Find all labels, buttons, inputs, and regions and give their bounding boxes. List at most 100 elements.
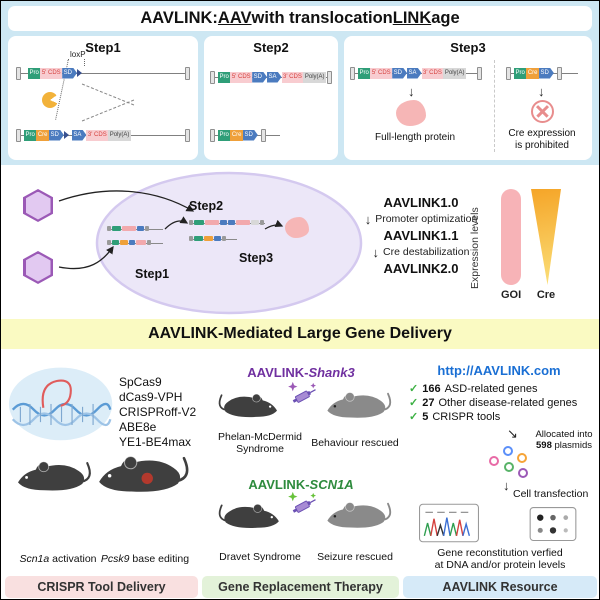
footer-gene-replacement-therapy: Gene Replacement Therapy (202, 576, 399, 598)
title-text: AAVLINK- (247, 365, 309, 380)
label-text: activation (49, 553, 97, 565)
label-text: plasmids (551, 440, 592, 451)
full-length-protein-label: Full-length protein (374, 132, 456, 143)
grna-icon (41, 379, 72, 408)
plasmid-icon (503, 446, 513, 456)
section-banner: AAVLINK-Mediated Large Gene Delivery (1, 319, 599, 349)
liver-editing-spot (141, 472, 153, 485)
aav2-entry-arrow (58, 245, 114, 270)
transition-1: ↓ Promoter optimization (365, 213, 478, 226)
loxp-label: loxP (70, 50, 86, 59)
down-arrow-icon: ↓ (372, 244, 380, 260)
loxp-icon (77, 69, 83, 77)
splice-donor-segment: SD (62, 68, 77, 79)
rescued-mouse-icon (327, 502, 392, 528)
label-text: Allocated into (535, 429, 593, 440)
title-aav-underlined: AAV (217, 9, 252, 27)
construct-recombined: Pro 5' CDS SD SA 3' CDS Poly(A) (350, 66, 482, 80)
loxp-pointer-line (84, 59, 85, 66)
protein-blob (285, 217, 309, 238)
promoter-segment: Pro (24, 129, 37, 141)
title-link-underlined: LINK (392, 9, 432, 27)
splice-acceptor-segment: SA (267, 72, 282, 83)
transition-2: ↓ Cre destabilization (373, 246, 470, 259)
down-right-arrow-icon: ↘ (507, 426, 518, 441)
cre-prohibited-line1: Cre expression (508, 128, 576, 139)
itr-icon (477, 66, 482, 80)
itr-icon (350, 66, 355, 80)
itr-icon (16, 128, 21, 142)
construct-recombined: Pro 5' CDS SD SA 3' CDS Poly(A) (210, 70, 332, 84)
cell-body (95, 171, 363, 315)
itr-icon (556, 66, 562, 80)
version-1-1: AAVLINK1.1 (383, 228, 459, 243)
seizure-rescued-label: Seizure rescued (317, 551, 393, 563)
splice-acceptor-segment: SA (407, 68, 422, 79)
syringe-icon (288, 381, 316, 403)
itr-icon (210, 128, 215, 142)
itr-icon (506, 66, 511, 80)
gene-name-italic: SCN1A (309, 477, 354, 492)
count: 598 (536, 440, 552, 451)
step2-arrow (164, 216, 189, 230)
cds3-segment: 3' CDS (86, 129, 109, 141)
step3-divider (494, 60, 495, 152)
itr-icon (327, 70, 332, 84)
tool-item: ABE8e (119, 420, 157, 434)
middle-section: Step2 Step1 Step3 AAVLINK1.0 ↓ Promoter … (1, 165, 599, 319)
prohibited-icon (531, 100, 554, 123)
cds5-segment: 5' CDS (40, 67, 63, 79)
itr-icon (16, 66, 21, 80)
footer-text: Gene Replacement Therapy (218, 580, 383, 594)
itr-icon (185, 66, 190, 80)
cds5-segment: 5' CDS (370, 67, 393, 79)
label-text: Gene reconstitution verfied (437, 547, 563, 559)
expression-axis-label: Expression levels (469, 207, 481, 289)
gene-name-italic: Scn1a (19, 553, 50, 565)
splice-donor-segment: SD (252, 72, 267, 83)
plasmid-icon (517, 453, 527, 463)
polya-segment: Poly(A) (443, 67, 467, 79)
sparkle-icon (310, 382, 316, 389)
phelan-mcdermid-label: Phelan-McDermid Syndrome (206, 431, 314, 455)
polya-segment: Poly(A) (108, 129, 131, 141)
mini-construct (189, 235, 237, 242)
tool-item: dCas9-VPH (119, 390, 183, 404)
mini-construct (189, 219, 265, 226)
aavlink-shank3-title: AAVLINK-Shank3 (201, 365, 401, 380)
step2-panel: Step2 Pro 5' CDS SD SA 3' CDS Poly(A) Pr… (204, 36, 338, 160)
aav-capsid-icon (23, 189, 53, 222)
cell-transfection-label: Cell transfection (513, 488, 589, 500)
cre-segment: Cre (526, 67, 540, 79)
cell-illustration (58, 171, 363, 315)
itr-icon (210, 70, 215, 84)
cre-prohibited-line2: is prohibited (515, 139, 569, 151)
plasmid-cluster (487, 446, 535, 481)
check-row: ✓ 27 Other disease-related genes (409, 396, 577, 410)
step1-title: Step1 (85, 40, 121, 55)
splice-donor-segment: SD (243, 130, 258, 141)
polya-segment: Poly(A) (303, 71, 327, 83)
down-arrow-icon: ↓ (364, 211, 372, 227)
construct-cre-only: Pro Cre SD (210, 128, 282, 142)
title-text: AAVLINK- (248, 477, 310, 492)
label-text: at DNA and/or protein levels (434, 559, 566, 571)
construct-goi-5prime: Pro 5' CDS SD (16, 66, 190, 80)
down-arrow-icon: ↓ (538, 84, 545, 99)
footer-text: CRISPR Tool Delivery (37, 580, 166, 594)
check-icon: ✓ (409, 383, 419, 395)
cre-segment: Cre (36, 129, 50, 141)
gene-name-italic: Pcsk9 (100, 553, 130, 565)
plasmid-icon (489, 456, 499, 466)
aav-capsid-icon (23, 251, 53, 284)
sparkle-icon (288, 381, 298, 392)
cre-label: Cre (536, 289, 556, 301)
down-arrow-icon: ↓ (408, 84, 415, 99)
syringe-icon (288, 491, 316, 513)
count: 5 (422, 411, 429, 423)
title-text: with translocation (251, 9, 393, 27)
rescued-mouse-icon (327, 392, 392, 418)
promoter-segment: Pro (358, 67, 371, 79)
disease-mouse-icon (218, 393, 277, 418)
sequencing-chromatogram-icon (419, 503, 479, 543)
